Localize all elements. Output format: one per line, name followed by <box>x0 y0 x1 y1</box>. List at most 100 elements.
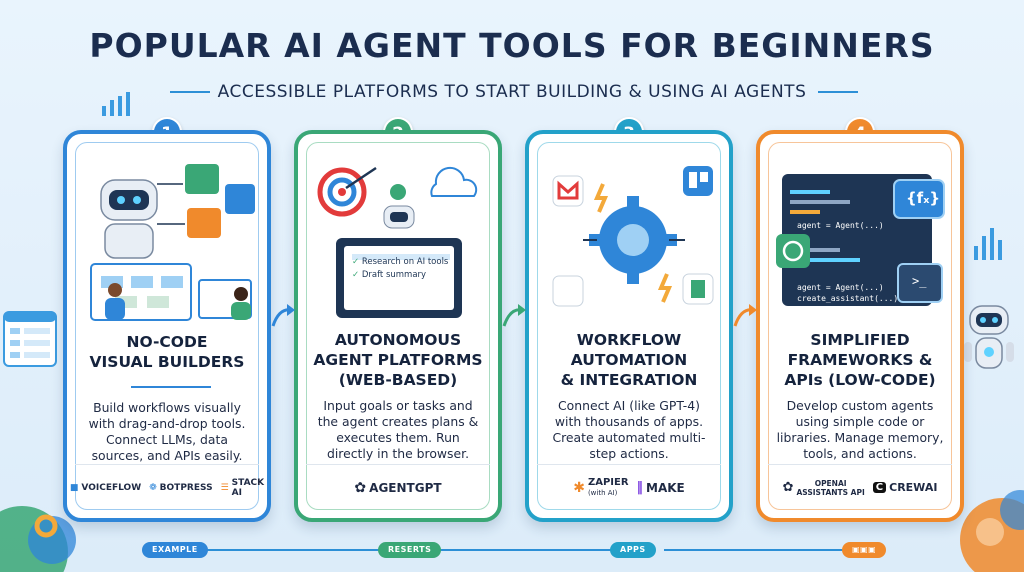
card-3-desc-line-1: Connect AI (like GPT-4) <box>558 398 700 413</box>
tool-botpress[interactable]: ❁ BOTPRESS <box>149 483 212 493</box>
agent-task-2-text: Draft summary <box>361 270 427 280</box>
card-1-desc-line-1: Build workflows visually <box>93 400 241 415</box>
robot-mascot-icon <box>964 305 1014 369</box>
tool-zapier-text: ZAPIER (with AI) <box>587 477 629 498</box>
card-3-desc-line-3: Create automated multi- <box>552 430 706 445</box>
card-2-heading: AUTONOMOUS AGENT PLATFORMS (WEB-BASED) <box>302 330 494 390</box>
stack-ai-icon: ☰ <box>220 482 229 493</box>
card-1-desc-line-3: Connect LLMs, data <box>106 432 228 447</box>
agent-task-1: ✓ Research on AI tools <box>352 256 448 269</box>
check-icon: ✓ <box>352 257 360 267</box>
tool-make-label: MAKE <box>646 480 685 495</box>
tool-zapier-sublabel: (with AI) <box>587 488 618 497</box>
terminal-prompt-icon: >_ <box>912 274 927 288</box>
agent-task-1-text: Research on AI tools <box>361 257 449 267</box>
check-icon: ✓ <box>352 270 360 280</box>
card-2-desc-line-1: Input goals or tasks and <box>323 398 473 413</box>
tool-crewai[interactable]: C CREWAI <box>872 481 938 494</box>
tag-apps: APPS <box>610 542 656 558</box>
tool-openai-label: OPENAI <box>814 478 847 488</box>
card-frameworks-apis: agent = Agent(...) agent = Agent(...) cr… <box>756 130 964 522</box>
subtitle-row: ACCESSIBLE PLATFORMS TO START BUILDING &… <box>0 80 1024 104</box>
tool-assistants-api-label: ASSISTANTS API <box>796 487 865 497</box>
card-3-heading-line-2: AUTOMATION <box>570 351 688 369</box>
subtitle-deco-line-left <box>170 91 210 93</box>
card-2-heading-line-2: AGENT PLATFORMS <box>313 351 483 369</box>
card-4-desc-line-4: tools, and actions. <box>803 446 917 461</box>
card-4-tools: ✿ OPENAI ASSISTANTS API C CREWAI <box>768 464 952 510</box>
card-3-heading: WORKFLOW AUTOMATION & INTEGRATION <box>533 330 725 390</box>
card-1-desc-line-4: sources, and APIs easily. <box>91 448 243 463</box>
card-1-inner-frame <box>75 142 259 510</box>
voiceflow-icon: ■ <box>69 482 79 493</box>
card-3-tools: ✱ ZAPIER (with AI) ‖ MAKE <box>537 464 721 510</box>
code-snippet-2: agent = Agent(...) create_assistant(...) <box>797 282 898 304</box>
tool-voiceflow-label: VOICEFLOW <box>81 482 142 493</box>
code-snippet-2-line-1: agent = Agent(...) <box>797 283 884 292</box>
bottom-connector-2 <box>434 549 614 551</box>
tool-make[interactable]: ‖ MAKE <box>637 480 685 495</box>
no-code-builder-illustration <box>90 164 255 321</box>
card-2-inner-frame <box>306 142 490 510</box>
card-2-heading-line-3: (WEB-BASED) <box>338 371 458 389</box>
tool-stack-ai[interactable]: ☰ STACK AI <box>221 478 265 498</box>
make-logo-icon: ‖ <box>636 480 644 495</box>
botpress-icon: ❁ <box>149 482 157 493</box>
card-1-desc-line-2: with drag-and-drop tools. <box>88 416 246 431</box>
gear-decoration-left-icon <box>0 506 76 572</box>
card-workflow-automation: WORKFLOW AUTOMATION & INTEGRATION Connec… <box>525 130 733 522</box>
tool-agentgpt[interactable]: ✿ AGENTGPT <box>354 480 441 496</box>
openai-knot-icon: ✿ <box>782 480 794 495</box>
card-1-heading: NO-CODE VISUAL BUILDERS <box>71 332 263 372</box>
tag-frameworks: ▣▣▣ <box>842 542 887 558</box>
bottom-connector-1 <box>200 549 380 551</box>
tool-voiceflow[interactable]: ■ VOICEFLOW <box>70 483 141 493</box>
card-3-heading-line-3: & INTEGRATION <box>560 371 698 389</box>
arrow-2-to-3-icon <box>502 304 526 327</box>
bottom-connector-3 <box>664 549 846 551</box>
workflow-gear-illustration <box>552 166 714 307</box>
bar-chart-right-icon <box>974 228 1002 260</box>
card-4-heading-line-2: FRAMEWORKS & <box>787 351 933 369</box>
tool-zapier[interactable]: ✱ ZAPIER (with AI) <box>573 477 629 498</box>
card-4-heading-line-1: SIMPLIFIED <box>810 331 910 349</box>
card-1-divider <box>131 386 211 388</box>
tag-example: EXAMPLE <box>142 542 208 558</box>
card-1-tools: ■ VOICEFLOW ❁ BOTPRESS ☰ STACK AI <box>70 464 264 510</box>
tool-crewai-label: CREWAI <box>889 481 938 494</box>
card-4-heading-line-3: APIs (LOW-CODE) <box>784 371 936 389</box>
zapier-asterisk-icon: ✱ <box>573 479 585 496</box>
tool-botpress-label: BOTPRESS <box>159 482 213 493</box>
agent-task-2: ✓ Draft summary <box>352 269 448 282</box>
tool-openai-assistants-text: OPENAI ASSISTANTS API <box>796 479 864 497</box>
card-4-desc-line-1: Develop custom agents <box>786 398 934 413</box>
card-3-desc-line-2: with thousands of apps. <box>554 414 704 429</box>
card-3-inner-frame <box>537 142 721 510</box>
card-3-desc-line-4: step actions. <box>589 446 669 461</box>
code-snippet-1: agent = Agent(...) <box>797 221 884 230</box>
card-4-desc-line-2: using simple code or <box>795 414 925 429</box>
card-4-desc-line-3: libraries. Manage memory, <box>776 430 944 445</box>
page-subtitle: ACCESSIBLE PLATFORMS TO START BUILDING &… <box>217 82 807 102</box>
card-2-tools: ✿ AGENTGPT <box>306 464 490 510</box>
openai-knot-icon: ✿ <box>354 479 367 496</box>
agent-screen-tasks: ✓ Research on AI tools ✓ Draft summary <box>352 256 448 282</box>
crewai-logo-icon: C <box>872 482 887 493</box>
tool-stack-ai-label: STACK AI <box>231 477 265 498</box>
card-1-description: Build workflows visually with drag-and-d… <box>77 400 257 464</box>
subtitle-deco-line-right <box>818 91 858 93</box>
card-2-heading-line-1: AUTONOMOUS <box>334 331 462 349</box>
card-2-desc-line-4: directly in the browser. <box>326 446 470 461</box>
tag-reserts: RESERTS <box>378 542 442 558</box>
autonomous-agent-illustration <box>317 166 478 318</box>
tool-openai-assistants[interactable]: ✿ OPENAI ASSISTANTS API <box>783 479 865 497</box>
bar-chart-icon <box>102 92 130 116</box>
tool-agentgpt-label: AGENTGPT <box>369 480 442 495</box>
arrow-3-to-4-icon <box>733 304 757 327</box>
code-snippet-2-line-2: create_assistant(...) <box>797 294 899 303</box>
card-3-heading-line-1: WORKFLOW <box>576 331 682 349</box>
card-2-description: Input goals or tasks and the agent creat… <box>308 398 488 462</box>
card-autonomous-platforms: ✓ Research on AI tools ✓ Draft summary A… <box>294 130 502 522</box>
card-2-desc-line-3: executes them. Run <box>336 430 460 445</box>
arrow-1-to-2-icon <box>271 304 295 327</box>
